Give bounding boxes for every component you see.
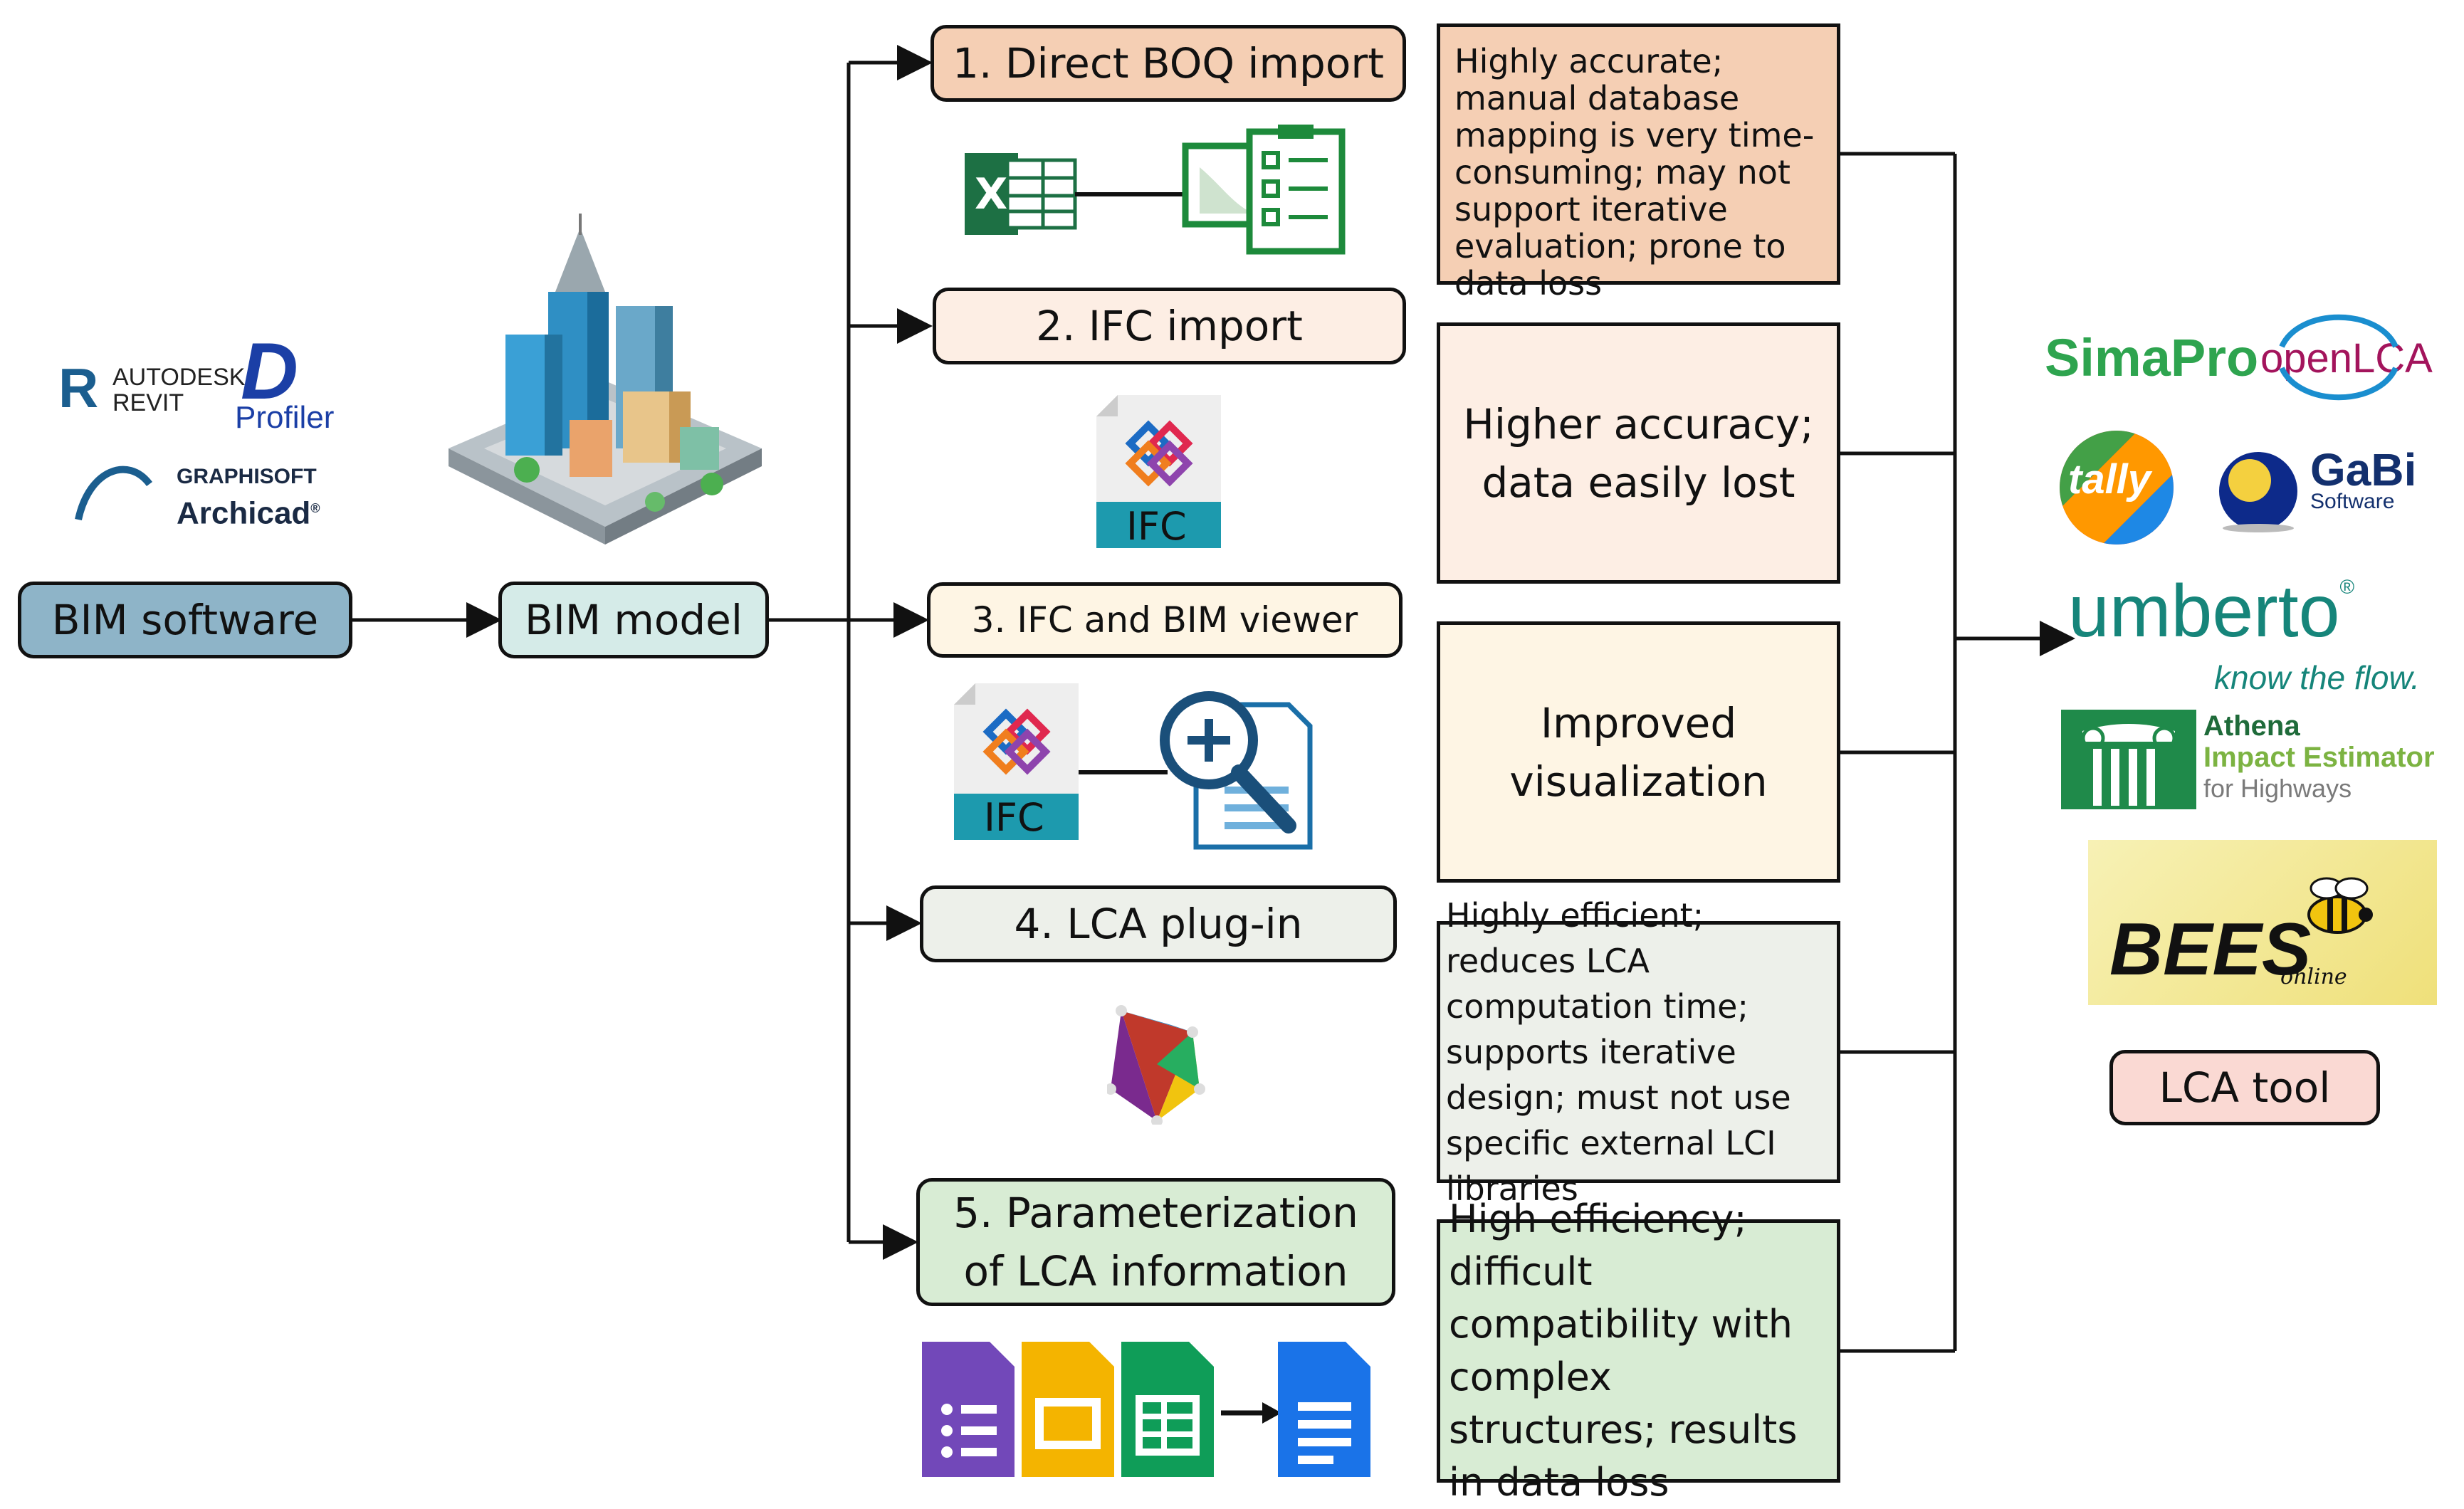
method-2-box: 2. IFC import — [933, 288, 1406, 364]
archicad-wordmark: GRAPHISOFT Archicad® — [177, 465, 320, 531]
gabi-wordmark: GaBi Software — [2310, 444, 2417, 513]
ifc-file-icon: IFC — [1096, 395, 1221, 548]
method-3-label: 3. IFC and BIM viewer — [971, 599, 1358, 641]
sheets-icon — [1121, 1342, 1214, 1477]
bim-model-box: BIM model — [498, 582, 769, 658]
umberto-logo: umberto® — [2068, 570, 2355, 653]
athena-wordmark: Athena Impact Estimator for Highways — [2203, 710, 2435, 803]
lca-tool-box: LCA tool — [2109, 1050, 2380, 1125]
umberto-tagline: know the flow. — [2214, 659, 2420, 696]
tally-wordmark: tally — [2068, 456, 2151, 503]
lca-plugin-icon — [1107, 1005, 1205, 1125]
gabi-sphere-icon — [2219, 452, 2297, 532]
revit-wordmark: AUTODESK REVIT — [112, 364, 246, 416]
profiler-wordmark: Profiler — [235, 400, 335, 435]
openlca-ring-icon — [2279, 314, 2399, 401]
bim-software-label: BIM software — [51, 596, 319, 644]
bim-model-label: BIM model — [525, 596, 743, 644]
bee-icon — [2307, 877, 2373, 934]
method-2-description: Higher accuracy; data easily lost — [1437, 322, 1840, 584]
forms-icon — [922, 1342, 1015, 1477]
method-5-box: 5. Parameterization of LCA information — [916, 1178, 1395, 1306]
method-1-description: Highly accurate; manual database mapping… — [1437, 23, 1840, 302]
method-3-box: 3. IFC and BIM viewer — [927, 582, 1403, 658]
ifc-file-icon-2: IFC — [954, 683, 1079, 840]
lca-tool-label: LCA tool — [2159, 1063, 2331, 1112]
openlca-logo: openLCA — [2260, 335, 2433, 382]
building-model-icon — [449, 214, 762, 545]
method-2-label: 2. IFC import — [1036, 302, 1303, 350]
method-5-label: 5. Parameterization of LCA information — [953, 1189, 1358, 1295]
svg-text:IFC: IFC — [1126, 504, 1187, 548]
tally-logo-icon — [2060, 431, 2174, 545]
method-1-box: 1. Direct BOQ import — [930, 25, 1406, 102]
method-3-description: Improved visualization — [1437, 621, 1840, 883]
bees-logo: BEES online — [2088, 840, 2437, 1005]
ifc-viewer-icon: IFC — [954, 683, 1313, 850]
svg-text:X: X — [975, 169, 1007, 219]
magnifier-document-icon — [1160, 691, 1313, 850]
method-4-label: 4. LCA plug-in — [1014, 900, 1303, 948]
docs-icon — [1278, 1342, 1370, 1477]
method-5-description: High efficiency; difficult compatibility… — [1437, 1197, 1840, 1505]
method-4-box: 4. LCA plug-in — [920, 885, 1397, 962]
simapro-logo: SimaPro — [2045, 328, 2259, 387]
method-4-description: Highly efficient; reduces LCA computatio… — [1437, 896, 1840, 1208]
revit-logo-icon: R — [58, 357, 99, 419]
slides-icon — [1022, 1342, 1114, 1477]
bim-software-box: BIM software — [18, 582, 352, 658]
google-apps-icon — [922, 1342, 1370, 1477]
athena-column-icon — [2061, 710, 2196, 809]
method-1-label: 1. Direct BOQ import — [953, 39, 1384, 88]
profiler-logo-icon: D — [241, 327, 298, 416]
archicad-arc-icon — [75, 466, 152, 521]
excel-to-boq-icon: X — [965, 125, 1346, 255]
svg-text:IFC: IFC — [984, 795, 1044, 840]
